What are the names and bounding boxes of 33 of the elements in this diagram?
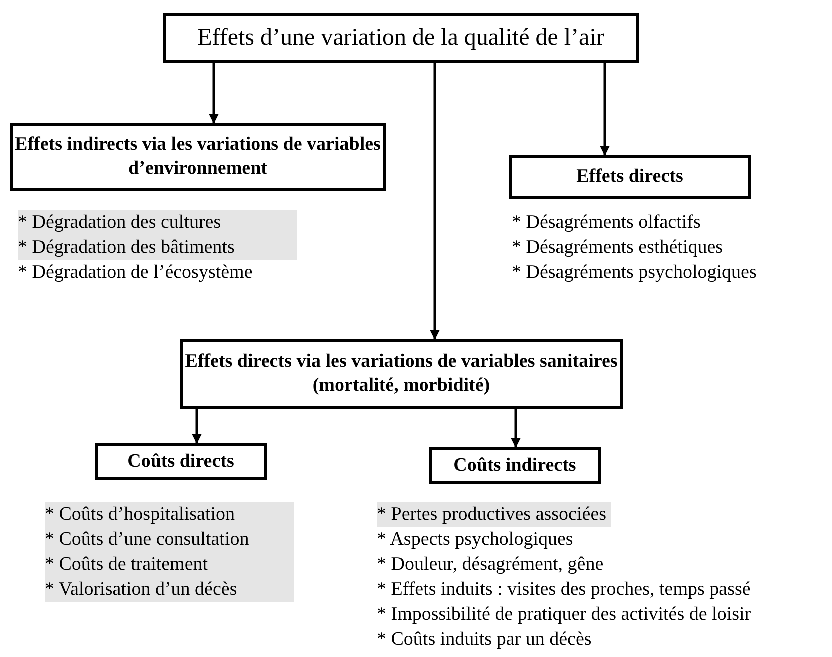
text-box [95,443,267,480]
list-item: * Coûts induits par un décès [377,628,593,652]
arrow [430,63,440,340]
list-item: * Coûts d’hospitalisation [45,502,294,527]
list-item: * Impossibilité de pratiquer des activités de loisir [377,603,752,627]
box-title: Coûts directs [128,450,234,474]
text-box [180,339,623,409]
arrow [209,63,219,124]
list-item: * Pertes productives associées [377,502,611,527]
list-item: * Désagréments esthétiques [512,236,724,260]
box-title: Effets directs via les variations de variables sanitaires (mortalité, morbidité) [184,350,619,398]
list-item: * Effets induits : visites des proches, temps passé [377,578,752,602]
text-box [10,123,386,191]
arrow [511,409,521,448]
box-title: Effets directs [576,165,684,189]
list-item: * Désagréments olfactifs [512,211,702,235]
box-title: Effets indirects via les variations de variables d’environnement [14,133,382,181]
list-item: * Dégradation des bâtiments [18,235,297,260]
list-item: * Douleur, désagrément, gêne [377,553,605,577]
arrow [600,63,610,156]
text-box [509,155,751,199]
list-item: * Dégradation de l’écosystème [18,261,254,285]
box-title: Effets d’une variation de la qualité de l’air [198,26,604,50]
list-item: * Dégradation des cultures [18,210,297,235]
list-item: * Aspects psychologiques [377,528,574,552]
list-item: * Coûts de traitement [45,552,294,577]
list-item: * Coûts d’une consultation [45,527,294,552]
arrow [192,409,202,444]
box-title: Coûts indirects [454,454,576,478]
list-item: * Valorisation d’un décès [45,577,294,602]
text-box [429,447,601,484]
text-box [163,13,639,63]
list-item: * Désagréments psychologiques [512,261,758,285]
